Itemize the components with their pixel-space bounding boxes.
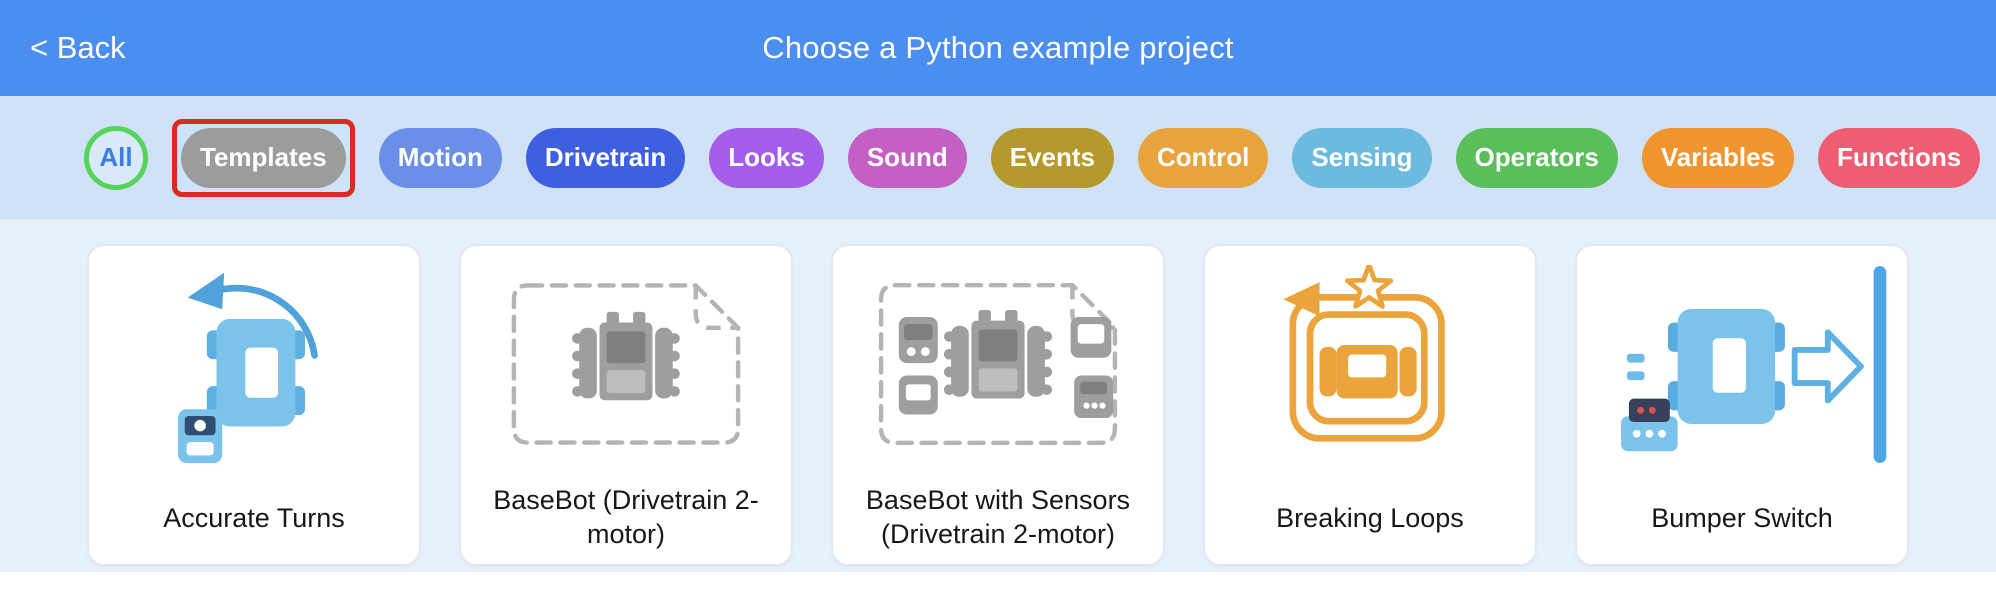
card-title-wrap: Accurate Turns [89, 484, 419, 564]
project-card-accurate-turns[interactable]: Accurate Turns [88, 245, 420, 565]
project-card-title: Breaking Loops [1276, 502, 1464, 533]
basebot-with-sensors-icon [833, 246, 1163, 483]
back-button[interactable]: < Back [30, 0, 126, 96]
bottom-strip [0, 572, 1996, 598]
card-title-wrap: BaseBot (Drivetrain 2-motor) [461, 483, 791, 564]
basebot-icon [461, 246, 791, 483]
accurate-turns-icon-svg [178, 272, 318, 464]
filter-bar: All Templates Motion Drivetrain Looks So… [0, 96, 1996, 219]
page-title: Choose a Python example project [762, 30, 1234, 65]
filter-drivetrain[interactable]: Drivetrain [525, 127, 686, 188]
project-card-bumper-switch[interactable]: Bumper Switch [1576, 245, 1908, 565]
card-title-wrap: Breaking Loops [1205, 484, 1535, 564]
breaking-loops-icon-svg [1283, 265, 1445, 442]
header: < Back Choose a Python example project [0, 0, 1996, 96]
filter-motion[interactable]: Motion [378, 127, 502, 188]
project-card-title: BaseBot (Drivetrain 2-motor) [493, 484, 759, 550]
filter-sound[interactable]: Sound [847, 127, 967, 188]
filter-control[interactable]: Control [1137, 127, 1269, 188]
card-title-wrap: Bumper Switch [1577, 484, 1907, 564]
basebot-with-sensors-icon-svg [878, 283, 1118, 446]
bumper-switch-icon-svg [1621, 266, 1887, 463]
filter-looks[interactable]: Looks [709, 127, 824, 188]
project-card-basebot-with-sensors[interactable]: BaseBot with Sensors (Drivetrain 2-motor… [832, 245, 1164, 565]
filter-functions[interactable]: Functions [1818, 127, 1981, 188]
bumper-switch-icon [1577, 246, 1907, 484]
filter-templates[interactable]: Templates [181, 127, 346, 188]
project-card-title: Bumper Switch [1651, 502, 1833, 533]
project-card-basebot[interactable]: BaseBot (Drivetrain 2-motor) [460, 245, 792, 565]
project-card-list: Accurate Turns Base [0, 219, 1996, 572]
filter-operators[interactable]: Operators [1455, 127, 1618, 188]
basebot-icon-svg [511, 283, 741, 446]
filter-all[interactable]: All [84, 125, 148, 190]
card-title-wrap: BaseBot with Sensors (Drivetrain 2-motor… [833, 483, 1163, 564]
selected-filter-highlight: Templates [172, 118, 355, 197]
filter-variables[interactable]: Variables [1641, 127, 1795, 188]
filter-sensing[interactable]: Sensing [1292, 127, 1432, 188]
project-card-breaking-loops[interactable]: Breaking Loops [1204, 245, 1536, 565]
filter-events[interactable]: Events [990, 127, 1114, 188]
project-card-title: Accurate Turns [163, 502, 345, 533]
breaking-loops-icon [1205, 246, 1535, 484]
project-card-title: BaseBot with Sensors (Drivetrain 2-motor… [865, 484, 1131, 550]
wall-bar [1873, 266, 1887, 463]
accurate-turns-icon [89, 246, 419, 484]
